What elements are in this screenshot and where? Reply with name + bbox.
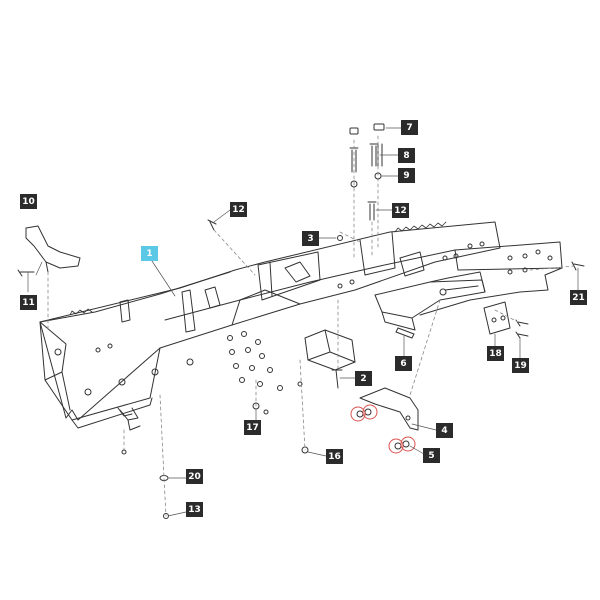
callout-7[interactable]: 7 <box>401 120 418 135</box>
callout-20[interactable]: 20 <box>186 469 203 484</box>
callout-4[interactable]: 4 <box>436 423 453 438</box>
callout-6[interactable]: 6 <box>395 356 412 371</box>
bracket-part-18 <box>483 301 511 335</box>
highlight-circles <box>350 404 416 454</box>
callout-5[interactable]: 5 <box>423 448 440 463</box>
hitch-bracket <box>374 271 486 331</box>
gusset-part-10 <box>25 225 81 273</box>
callout-8[interactable]: 8 <box>398 148 415 163</box>
callout-21[interactable]: 21 <box>570 290 587 305</box>
fasteners <box>17 123 585 519</box>
callout-11[interactable]: 11 <box>20 295 37 310</box>
callout-19[interactable]: 19 <box>512 358 529 373</box>
callout-16[interactable]: 16 <box>326 449 343 464</box>
callout-12a[interactable]: 12 <box>230 202 247 217</box>
callout-2[interactable]: 2 <box>355 371 372 386</box>
block-part <box>304 329 356 371</box>
callout-10[interactable]: 10 <box>20 194 37 209</box>
callout-leaders <box>27 127 579 517</box>
callout-12b[interactable]: 12 <box>392 203 409 218</box>
callout-1[interactable]: 1 <box>141 246 158 261</box>
main-frame <box>39 221 563 431</box>
callout-17[interactable]: 17 <box>244 420 261 435</box>
callout-13[interactable]: 13 <box>186 502 203 517</box>
callout-9[interactable]: 9 <box>398 168 415 183</box>
pin-part-6 <box>395 327 415 339</box>
plate-part-4 <box>359 387 419 431</box>
assembly-lines <box>47 135 575 517</box>
callout-18[interactable]: 18 <box>487 346 504 361</box>
callout-3[interactable]: 3 <box>302 231 319 246</box>
